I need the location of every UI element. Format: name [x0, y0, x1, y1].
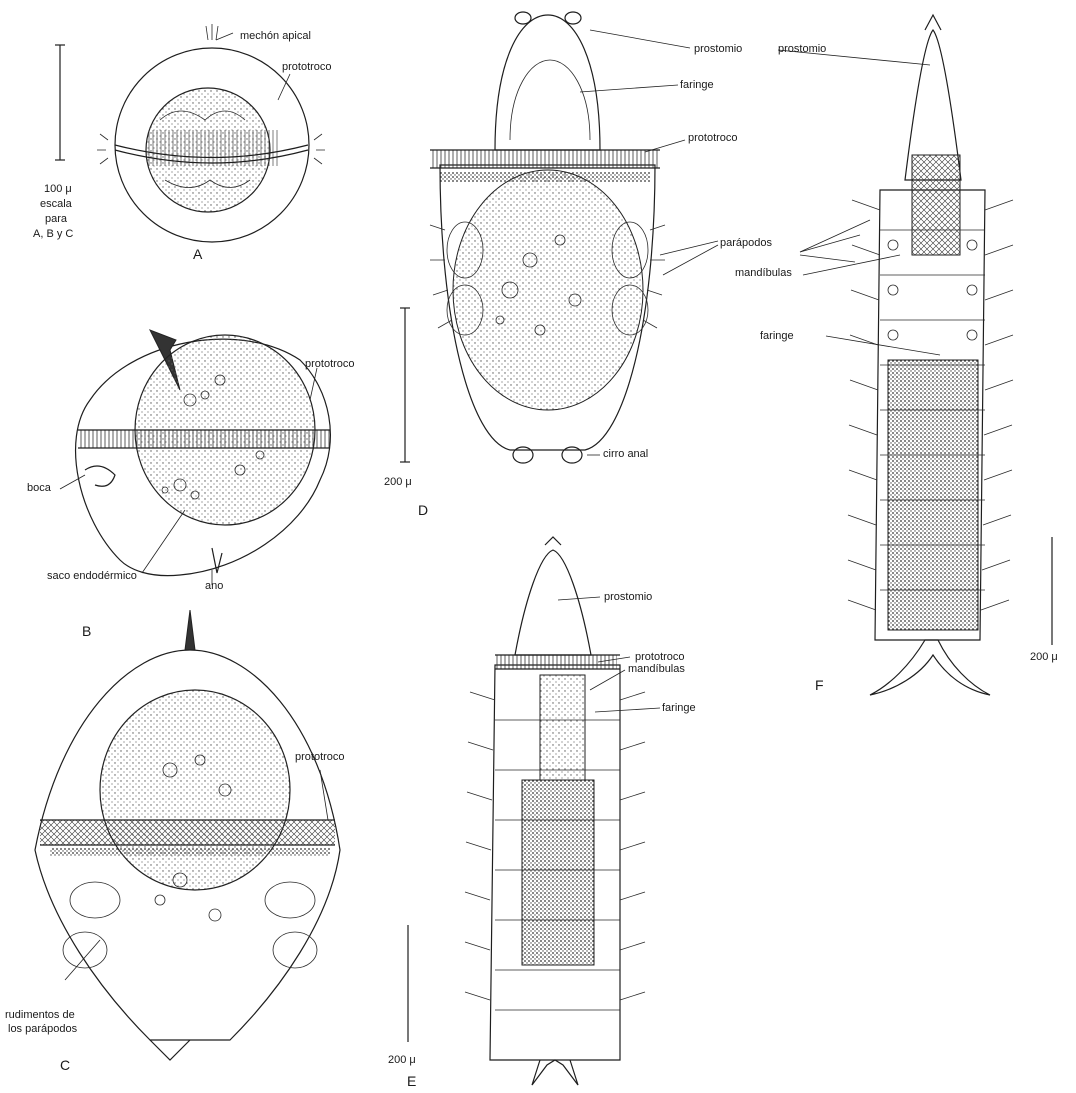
larva-a — [55, 24, 325, 242]
panel-letter-b: B — [82, 624, 91, 638]
label-rudimentos-1: rudimentos de — [5, 1010, 75, 1021]
label-rudimentos-2: los parápodos — [8, 1024, 77, 1035]
label-escala: escala — [40, 199, 72, 210]
label-abc: A, B y C — [33, 229, 73, 240]
label-cirro-anal: cirro anal — [603, 449, 648, 460]
label-scale-200-d: 200 μ — [384, 477, 412, 488]
panel-letter-e: E — [407, 1074, 416, 1088]
panel-letter-c: C — [60, 1058, 70, 1072]
label-para: para — [45, 214, 67, 225]
label-faringe-f: faringe — [760, 331, 794, 342]
label-prostomio-d: prostomio — [694, 44, 742, 55]
label-prototroco-e: prototroco — [635, 652, 685, 663]
label-mandibulas-e: mandíbulas — [628, 664, 685, 675]
label-parapodos: parápodos — [720, 238, 772, 249]
label-prototroco-b: prototroco — [305, 359, 355, 370]
label-mechon-apical: mechón apical — [240, 31, 311, 42]
larva-e — [408, 537, 660, 1085]
label-prototroco-c: prototroco — [295, 752, 345, 763]
larva-b — [60, 330, 330, 585]
panel-letter-d: D — [418, 503, 428, 517]
label-scale-200-f: 200 μ — [1030, 652, 1058, 663]
label-prostomio-f: prostomio — [778, 44, 826, 55]
label-prototroco-d: prototroco — [688, 133, 738, 144]
label-ano: ano — [205, 581, 223, 592]
label-faringe-e: faringe — [662, 703, 696, 714]
label-prostomio-e: prostomio — [604, 592, 652, 603]
larva-f — [778, 15, 1052, 695]
label-scale-100: 100 μ — [44, 184, 72, 195]
label-scale-200-e: 200 μ — [388, 1055, 416, 1066]
label-faringe-d: faringe — [680, 80, 714, 91]
label-boca: boca — [27, 483, 51, 494]
label-mandibulas-f: mandíbulas — [735, 268, 792, 279]
label-saco-endodermico: saco endodérmico — [47, 571, 137, 582]
larva-c — [35, 610, 340, 1060]
label-prototroco-a: prototroco — [282, 62, 332, 73]
panel-letter-f: F — [815, 678, 824, 692]
larva-d — [400, 12, 718, 463]
panel-letter-a: A — [193, 247, 202, 261]
